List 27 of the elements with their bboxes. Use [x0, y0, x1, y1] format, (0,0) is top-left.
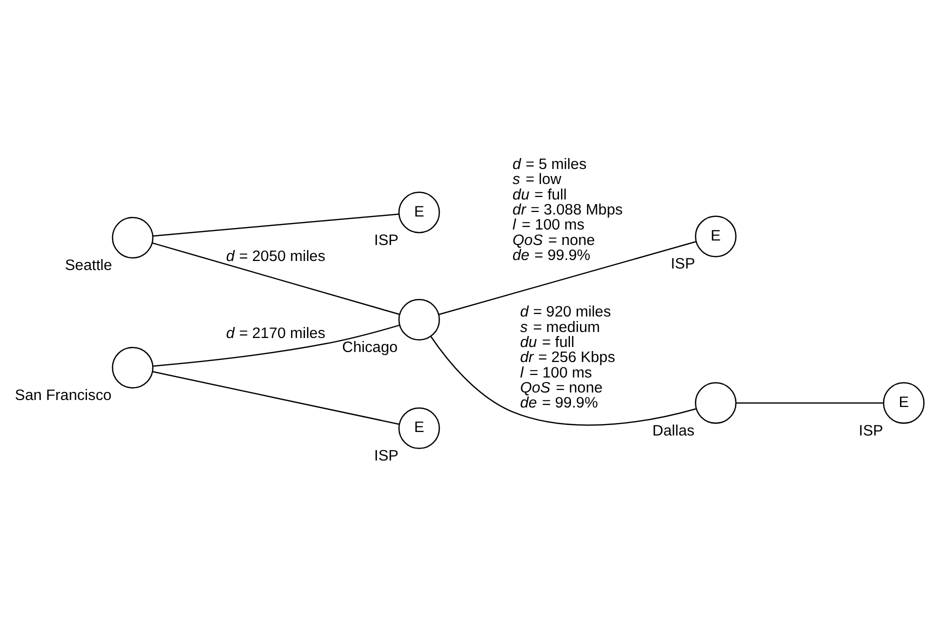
- node-label: Chicago: [342, 338, 398, 356]
- connector: [438, 240, 696, 315]
- node-circle: E: [398, 406, 440, 449]
- node-circle: [111, 346, 153, 388]
- node-label: ISP: [858, 422, 883, 439]
- node-label: San Francisco: [14, 386, 112, 404]
- node-label: Dallas: [652, 422, 694, 439]
- edge-label: d = 2170 miles: [226, 324, 325, 342]
- edge-label: d = 5 miles s = low du = full dr = 3.088 Mbps l = 100 ms QoS = none de = 99.9%: [512, 156, 622, 264]
- connector: [152, 370, 399, 424]
- node-circle: E: [694, 215, 736, 257]
- node-label: Seattle: [64, 256, 112, 274]
- connector: [152, 324, 400, 366]
- edge-label: d = 920 miles s = medium du = full dr = 256 Kbps l = 100 ms QoS = none de = 99.9%: [520, 303, 615, 412]
- node-circle: [694, 382, 736, 424]
- node-label: ISP: [374, 447, 398, 464]
- node-label: ISP: [670, 255, 695, 272]
- node-circle: E: [398, 191, 440, 233]
- node-label: ISP: [374, 231, 398, 248]
- edge-label: d = 2050 miles: [226, 248, 325, 265]
- connector: [736, 402, 883, 404]
- connector: [430, 335, 696, 426]
- node-circle: [111, 216, 153, 258]
- connector: [152, 213, 398, 236]
- node-circle: E: [882, 382, 924, 424]
- connector: [152, 242, 400, 315]
- node-circle: [398, 298, 440, 340]
